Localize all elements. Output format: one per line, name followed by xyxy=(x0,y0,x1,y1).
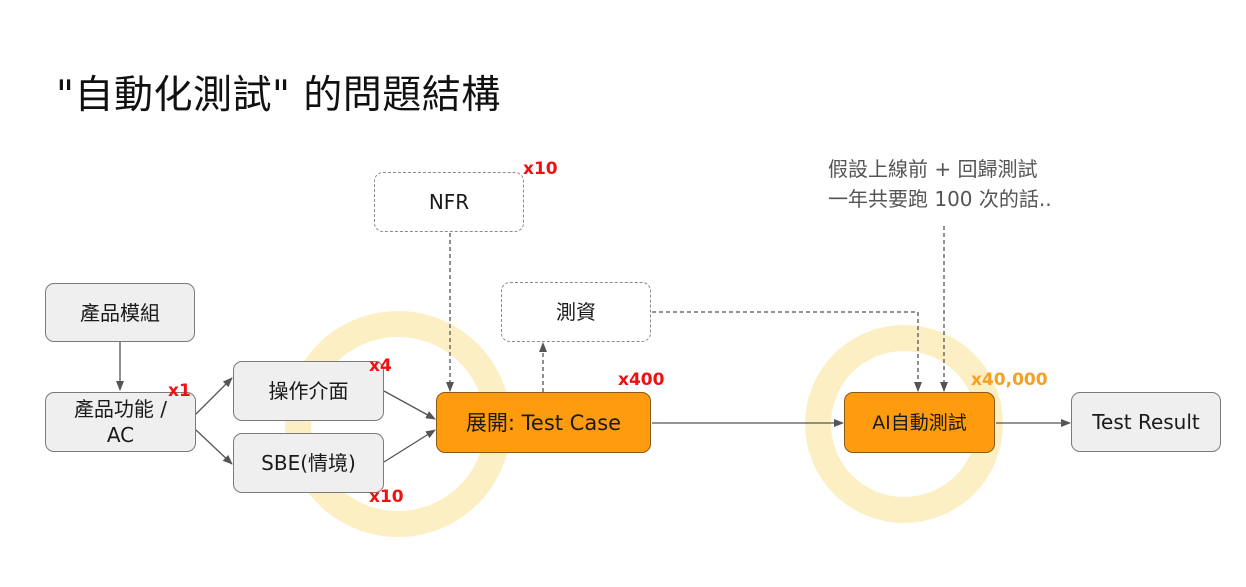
multiplier-nfr: x10 xyxy=(523,159,558,179)
node-expand-test-case: 展開: Test Case xyxy=(436,392,651,453)
assumption-note-line1: 假設上線前 + 回歸測試 xyxy=(828,157,1038,181)
node-nfr: NFR xyxy=(374,172,524,232)
node-expand-test-case-label: 展開: Test Case xyxy=(465,410,622,435)
node-test-result: Test Result xyxy=(1071,392,1221,452)
node-ai-auto-test-label: AI自動測試 xyxy=(872,411,967,434)
multiplier-sbe: x10 xyxy=(369,487,404,507)
multiplier-feature: x1 xyxy=(168,381,191,401)
node-product-module-label: 產品模組 xyxy=(80,300,160,325)
node-operation-ui-label: 操作介面 xyxy=(268,379,349,403)
node-operation-ui: 操作介面 xyxy=(233,361,384,421)
node-product-module: 產品模組 xyxy=(45,283,195,342)
node-sbe-label: SBE(情境) xyxy=(261,451,356,475)
node-sbe: SBE(情境) xyxy=(233,433,384,493)
node-test-data: 測資 xyxy=(501,282,651,342)
multiplier-test-case: x400 xyxy=(618,370,665,390)
node-nfr-label: NFR xyxy=(428,190,470,214)
arrow-test-data-to-ai-test xyxy=(652,311,922,392)
assumption-note: 假設上線前 + 回歸測試 一年共要跑 100 次的話.. xyxy=(828,154,1052,214)
node-product-feature: 產品功能 / AC xyxy=(45,392,196,452)
arrow-feature-to-sbe xyxy=(195,429,233,465)
multiplier-ai-test: x40,000 xyxy=(971,370,1048,390)
page-title: "自動化測試" 的問題結構 xyxy=(56,73,501,118)
arrow-sbe-to-test-case xyxy=(383,429,436,463)
node-ai-auto-test: AI自動測試 xyxy=(844,392,995,453)
node-test-result-label: Test Result xyxy=(1092,410,1200,434)
arrow-feature-to-operation-ui xyxy=(195,377,233,415)
multiplier-operation-ui: x4 xyxy=(369,356,392,376)
node-product-feature-label-line2: AC xyxy=(106,423,135,447)
arrow-operation-ui-to-test-case xyxy=(383,390,436,420)
assumption-note-line2: 一年共要跑 100 次的話.. xyxy=(828,187,1052,211)
node-product-feature-label-line1: 產品功能 / xyxy=(73,397,168,421)
node-test-data-label: 測資 xyxy=(556,300,596,324)
